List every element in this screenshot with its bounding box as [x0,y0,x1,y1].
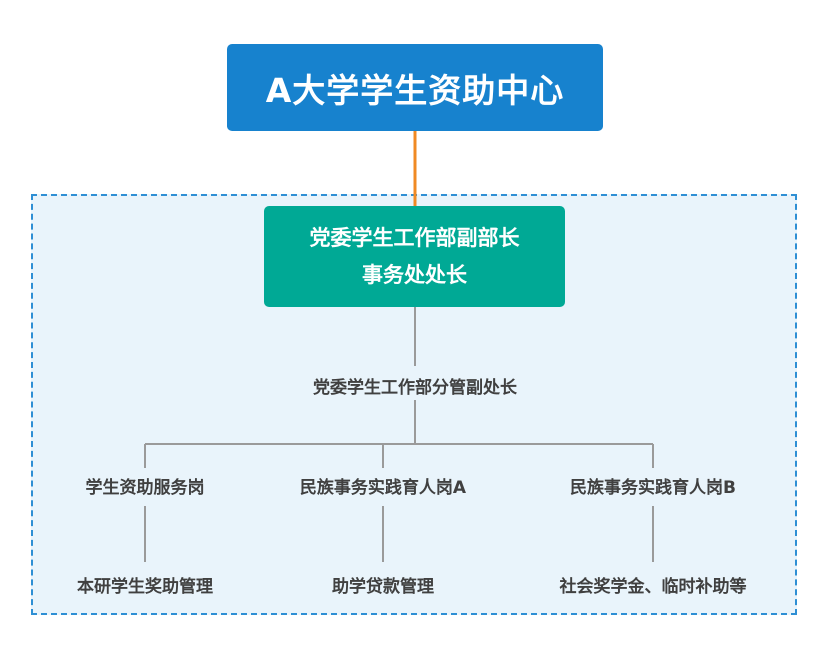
post-3-title: 民族事务实践育人岗B [548,473,758,499]
post-2-title: 民族事务实践育人岗A [278,473,488,499]
center-title: A大学学生资助中心 [265,70,565,110]
deputy-label: 党委学生工作部分管副处长 [283,373,547,398]
post-1-duty: 本研学生奖助管理 [55,572,235,597]
post-1-title: 学生资助服务岗 [60,473,230,499]
center-title-box: A大学学生资助中心 [227,44,603,131]
director-title-line1: 党委学生工作部副部长 [309,225,520,250]
director-title-line2: 事务处处长 [362,262,467,287]
post-3-duty: 社会奖学金、临时补助等 [538,572,768,597]
post-2-duty: 助学贷款管理 [313,572,453,597]
director-box: 党委学生工作部副部长 事务处处长 [264,206,565,307]
